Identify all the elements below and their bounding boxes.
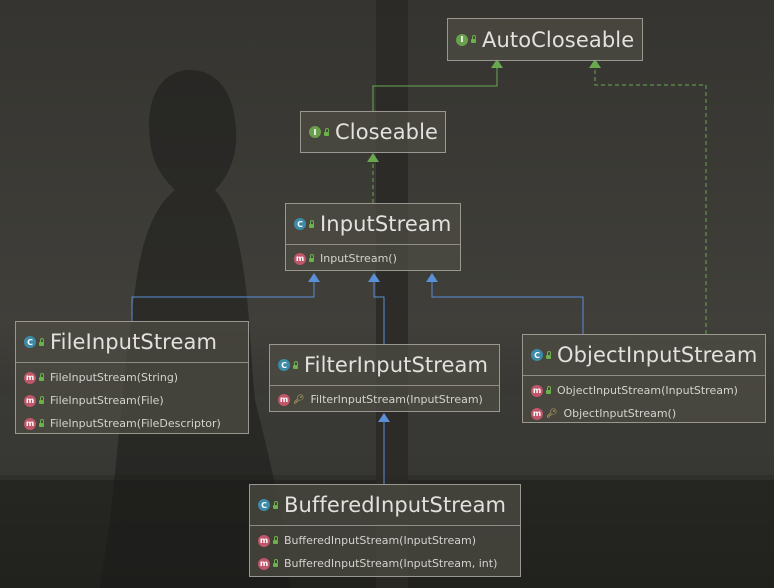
class-icon: C — [278, 359, 290, 371]
arrowhead-autocloseable-dashed — [589, 59, 601, 68]
public-access-icon — [39, 396, 44, 404]
node-title: FileInputStream — [50, 330, 217, 354]
method-signature: FileInputStream(String) — [50, 371, 179, 384]
method-icon: m — [24, 417, 36, 430]
public-access-icon — [309, 254, 314, 262]
public-access-icon — [324, 127, 329, 136]
method-signature: BufferedInputStream(InputStream, int) — [284, 557, 498, 570]
public-access-icon — [546, 386, 551, 394]
public-access-icon — [39, 337, 44, 346]
protected-access-icon: 🔑︎ — [293, 394, 305, 405]
node-title: BufferedInputStream — [284, 493, 507, 517]
method-signature: FileInputStream(File) — [50, 394, 164, 407]
node-inputstream[interactable]: C InputStream m InputStream() — [285, 203, 461, 271]
member-row[interactable]: m BufferedInputStream(InputStream) — [250, 529, 520, 552]
method-icon: m — [531, 407, 543, 420]
public-access-icon — [273, 500, 278, 509]
public-access-icon — [293, 360, 298, 369]
method-signature: InputStream() — [320, 252, 397, 265]
member-row[interactable]: m 🔑︎ ObjectInputStream() — [523, 402, 765, 425]
public-access-icon — [273, 559, 278, 567]
member-row[interactable]: m FileInputStream(File) — [16, 389, 248, 412]
public-access-icon — [546, 350, 551, 359]
arrowhead-inputstream-right — [426, 273, 438, 282]
node-bufferedinputstream[interactable]: C BufferedInputStream m BufferedInputStr… — [249, 484, 521, 577]
node-title: FilterInputStream — [304, 353, 489, 377]
method-icon: m — [531, 384, 543, 397]
class-icon: C — [531, 349, 543, 361]
arrowhead-closeable — [367, 153, 379, 162]
class-icon: C — [24, 336, 36, 348]
arrowhead-inputstream-center — [368, 273, 380, 282]
method-icon: m — [258, 534, 270, 547]
edge-objectinputstream-extends-inputstream — [431, 280, 584, 334]
method-icon: m — [278, 393, 290, 406]
node-filterinputstream[interactable]: C FilterInputStream m 🔑︎ FilterInputStre… — [269, 344, 500, 412]
member-row[interactable]: m FileInputStream(FileDescriptor) — [16, 412, 248, 435]
member-row[interactable]: m FileInputStream(String) — [16, 366, 248, 389]
public-access-icon — [39, 419, 44, 427]
method-icon: m — [258, 557, 270, 570]
edge-closeable-extends-autocloseable — [372, 66, 498, 112]
node-objectinputstream[interactable]: C ObjectInputStream m ObjectInputStream(… — [522, 334, 766, 423]
member-row[interactable]: m ObjectInputStream(InputStream) — [523, 379, 765, 402]
method-icon: m — [294, 252, 306, 265]
node-title: ObjectInputStream — [557, 343, 758, 367]
protected-access-icon: 🔑︎ — [546, 408, 558, 419]
abstract-class-icon: C — [294, 218, 306, 230]
public-access-icon — [39, 373, 44, 381]
method-icon: m — [24, 371, 36, 384]
public-access-icon — [273, 536, 278, 544]
edge-objectinputstream-implements-autocloseable — [594, 66, 707, 334]
member-row[interactable]: m InputStream() — [286, 247, 460, 270]
method-signature: BufferedInputStream(InputStream) — [284, 534, 477, 547]
method-signature: FileInputStream(FileDescriptor) — [50, 417, 221, 430]
node-title: Closeable — [335, 120, 439, 144]
method-signature: ObjectInputStream(InputStream) — [557, 384, 738, 397]
method-signature: FilterInputStream(InputStream) — [310, 393, 483, 406]
node-closeable[interactable]: I Closeable — [300, 111, 446, 153]
node-title: InputStream — [320, 212, 452, 236]
node-title: AutoCloseable — [482, 27, 635, 52]
arrowhead-filterinputstream — [378, 413, 390, 422]
method-signature: ObjectInputStream() — [563, 407, 677, 420]
method-icon: m — [24, 394, 36, 407]
interface-icon: I — [309, 126, 321, 138]
member-row[interactable]: m BufferedInputStream(InputStream, int) — [250, 552, 520, 575]
node-autocloseable[interactable]: I AutoCloseable — [447, 18, 643, 61]
arrowhead-inputstream-left — [308, 273, 320, 282]
interface-icon: I — [456, 33, 468, 46]
edge-fileinputstream-extends-inputstream — [131, 280, 315, 321]
class-icon: C — [258, 499, 270, 511]
arrowhead-autocloseable-solid — [491, 59, 503, 68]
node-fileinputstream[interactable]: C FileInputStream m FileInputStream(Stri… — [15, 321, 249, 434]
member-row[interactable]: m 🔑︎ FilterInputStream(InputStream) — [270, 388, 499, 411]
public-access-icon — [471, 35, 476, 43]
public-access-icon — [309, 219, 314, 228]
edge-filterinputstream-extends-inputstream — [373, 280, 385, 344]
